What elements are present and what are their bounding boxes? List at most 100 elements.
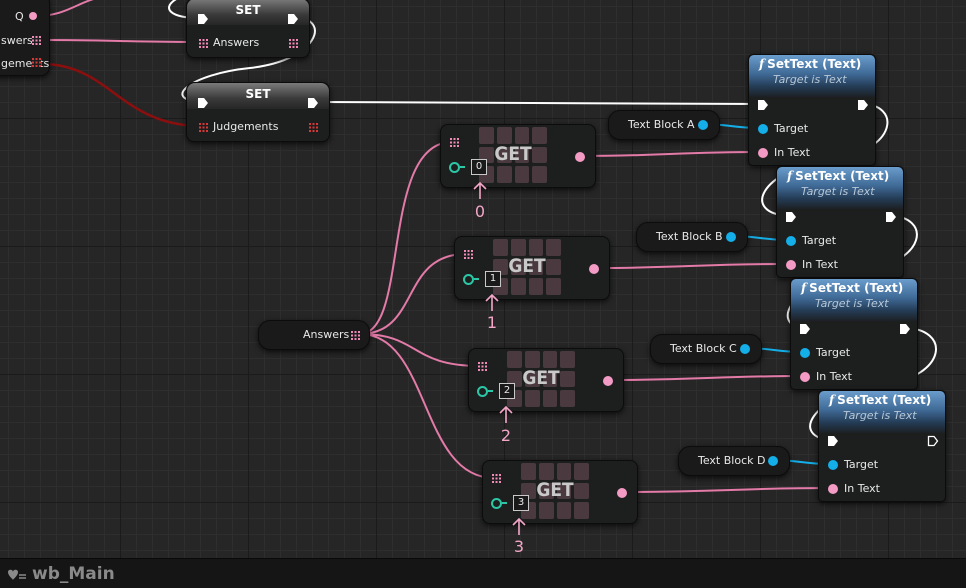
exec-out-pin-unconnected[interactable]	[927, 435, 939, 447]
variable-node-partial[interactable]: Q swers gements	[0, 0, 50, 76]
blueprint-icon	[8, 569, 26, 580]
text-block-a-node[interactable]: Text Block A	[608, 110, 720, 140]
text-block-c-out-pin[interactable]	[740, 344, 750, 354]
get-node-2[interactable]: GET 2	[468, 348, 624, 412]
text-block-c-node[interactable]: Text Block C	[650, 334, 762, 364]
text-block-b-node[interactable]: Text Block B	[636, 222, 748, 252]
annotation-label-1: 1	[486, 313, 498, 332]
text-block-a-out-pin[interactable]	[698, 120, 708, 130]
get-array-in-pin[interactable]	[450, 138, 459, 147]
exec-in-pin[interactable]	[197, 97, 209, 109]
in-text-label: In Text	[802, 258, 838, 271]
exec-in-pin[interactable]	[827, 435, 839, 447]
exec-out-pin[interactable]	[857, 99, 869, 111]
target-label: Target	[816, 346, 851, 359]
in-text-pin[interactable]	[786, 260, 796, 270]
get-index-input[interactable]: 1	[485, 271, 501, 287]
blueprint-title: wb_Main	[32, 564, 115, 584]
set-judgements-node[interactable]: SET Judgements	[186, 82, 330, 142]
set-answers-out-pin[interactable]	[289, 39, 298, 48]
target-pin[interactable]	[786, 236, 796, 246]
set-answers-node[interactable]: SET Answers	[186, 0, 310, 58]
wire-exec-set2-settextA	[315, 101, 761, 105]
get-array-in-pin[interactable]	[492, 474, 501, 483]
target-pin[interactable]	[758, 124, 768, 134]
set-answers-pin-label: Answers	[213, 36, 260, 49]
var-judgements-label: gements	[1, 57, 50, 70]
in-text-pin[interactable]	[758, 148, 768, 158]
target-pin[interactable]	[800, 348, 810, 358]
get-array-in-pin[interactable]	[478, 362, 487, 371]
set-node-title: SET	[245, 87, 271, 101]
exec-out-pin[interactable]	[287, 13, 299, 25]
wire-answers-get0	[359, 141, 453, 335]
function-subtitle: Target is Text	[815, 297, 889, 310]
get-index-pin[interactable]	[463, 274, 474, 285]
get-out-pin[interactable]	[575, 152, 585, 162]
get-index-pin[interactable]	[491, 498, 502, 509]
var-judgements-pin[interactable]	[32, 58, 41, 67]
wire-exec-set1-set2	[181, 17, 316, 103]
get-out-pin[interactable]	[589, 264, 599, 274]
in-text-label: In Text	[844, 482, 880, 495]
function-title-text: SetText (Text)	[809, 281, 904, 295]
exec-in-pin[interactable]	[799, 323, 811, 335]
wire-answers-get1	[359, 253, 467, 335]
text-block-d-out-pin[interactable]	[768, 456, 778, 466]
answers-variable-node[interactable]: Answers	[258, 320, 370, 350]
function-title-text: SetText (Text)	[767, 57, 862, 71]
text-block-b-out-pin[interactable]	[726, 232, 736, 242]
exec-in-pin[interactable]	[785, 211, 797, 223]
var-answers-pin[interactable]	[32, 36, 41, 45]
exec-in-pin[interactable]	[197, 13, 209, 25]
annotation-arrow-1	[485, 293, 499, 311]
get-index-input[interactable]: 2	[499, 383, 515, 399]
annotation-arrow-2	[499, 405, 513, 423]
function-icon: f	[829, 393, 835, 407]
get-out-pin[interactable]	[603, 376, 613, 386]
get-index-pin-tail	[474, 278, 479, 280]
set-judgements-in-pin[interactable]	[199, 123, 208, 132]
text-block-d-node[interactable]: Text Block D	[678, 446, 790, 476]
wire-judgements-to-set	[41, 62, 203, 128]
exec-in-pin[interactable]	[757, 99, 769, 111]
function-subtitle: Target is Text	[801, 185, 875, 198]
var-q-pin[interactable]	[29, 12, 37, 20]
get-out-pin[interactable]	[617, 488, 627, 498]
get-index-input[interactable]: 0	[471, 159, 487, 175]
target-label: Target	[802, 234, 837, 247]
in-text-pin[interactable]	[828, 484, 838, 494]
answers-var-out-pin[interactable]	[351, 331, 360, 340]
get-node-3[interactable]: GET 3	[482, 460, 638, 524]
set-answers-in-pin[interactable]	[199, 39, 208, 48]
annotation-label-0: 0	[474, 202, 486, 221]
get-node-0[interactable]: GET 0	[440, 124, 596, 188]
set-judgements-out-pin[interactable]	[309, 123, 318, 132]
var-q-label: Q	[15, 10, 24, 23]
target-pin[interactable]	[828, 460, 838, 470]
function-title-text: SetText (Text)	[795, 169, 890, 183]
function-icon: f	[759, 57, 765, 71]
get-array-in-pin[interactable]	[464, 250, 473, 259]
exec-out-pin[interactable]	[885, 211, 897, 223]
get-index-pin[interactable]	[449, 162, 460, 173]
get-node-background	[521, 463, 589, 519]
in-text-pin[interactable]	[800, 372, 810, 382]
get-node-title: GET	[522, 367, 560, 389]
var-answers-label: swers	[1, 34, 33, 47]
function-header	[777, 167, 903, 209]
annotation-label-3: 3	[513, 537, 525, 556]
exec-out-pin[interactable]	[307, 97, 319, 109]
text-block-b-label: Text Block B	[656, 230, 723, 243]
get-index-input[interactable]: 3	[513, 495, 529, 511]
get-node-1[interactable]: GET 1	[454, 236, 610, 300]
exec-out-pin[interactable]	[899, 323, 911, 335]
get-index-pin[interactable]	[477, 386, 488, 397]
